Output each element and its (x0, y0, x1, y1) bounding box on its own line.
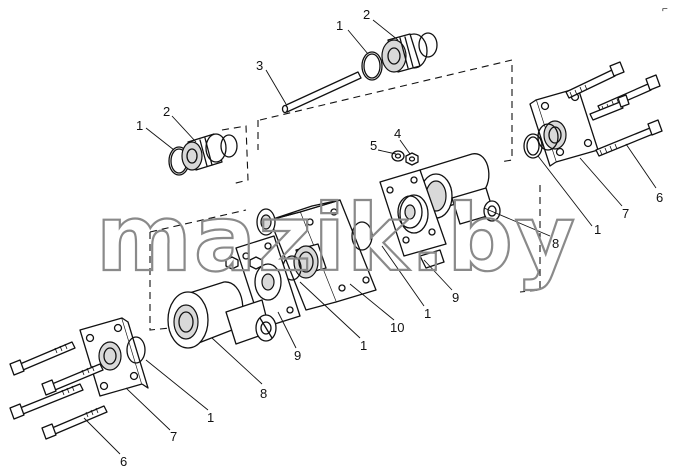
right-flange-plate (379, 169, 447, 269)
gasket-right (399, 194, 429, 234)
nut-washer-small (391, 150, 419, 166)
callout-center-gasket: 1 (424, 306, 431, 321)
bolt-left-2 (41, 363, 104, 396)
callout-center-block: 10 (390, 320, 404, 335)
callout-top-piston: 2 (363, 7, 370, 22)
o-ring-bottom (126, 336, 146, 364)
callout-left-body: 8 (260, 386, 267, 401)
callout-left-flange: 9 (294, 348, 301, 363)
o-ring-top (361, 51, 383, 81)
leader-lines (83, 19, 657, 455)
piston-left (181, 133, 227, 171)
left-bolts (9, 341, 108, 440)
o-ring-left-outer (220, 134, 238, 158)
callout-right-cover: 7 (622, 206, 629, 221)
left-flange-plate (225, 235, 301, 329)
o-ring-top-right (418, 32, 438, 58)
callout-bottom-oring: 1 (207, 410, 214, 425)
right-end-cover (529, 87, 599, 167)
o-ring-right (523, 133, 543, 159)
callout-left-cover: 7 (170, 429, 177, 444)
callout-center-oring: 1 (360, 338, 367, 353)
right-valve-body (419, 153, 501, 225)
assembly-guide-lines (149, 59, 541, 331)
center-valve-block (256, 199, 377, 311)
right-bolts (565, 61, 663, 157)
callout-top-rod: 3 (256, 58, 263, 73)
callout-nut: 4 (394, 126, 401, 141)
rod-top (281, 71, 362, 114)
callout-left-bolt: 6 (120, 454, 127, 469)
bolt-right-1 (565, 61, 625, 99)
bolt-left-3 (9, 383, 84, 420)
watermark-text: mazik.by (96, 185, 577, 292)
gasket-center (351, 221, 373, 251)
callout-right-bolt: 6 (656, 190, 663, 205)
callout-right-oring: 1 (594, 222, 601, 237)
callout-left-piston: 2 (163, 104, 170, 119)
callout-labels: 1 2 3 1 2 5 4 1 7 6 8 9 1 10 1 9 8 1 7 6 (120, 7, 663, 469)
callout-right-flange: 9 (452, 290, 459, 305)
bolt-right-4 (595, 119, 663, 157)
callout-washer: 5 (370, 138, 377, 153)
callout-right-body: 8 (552, 236, 559, 251)
corner-mark: ⌐ (662, 4, 668, 15)
left-seal-assembly (168, 133, 238, 176)
callout-top-oring: 1 (336, 18, 343, 33)
bolt-left-1 (9, 341, 76, 376)
top-seal-assembly (281, 32, 438, 114)
left-valve-body (167, 281, 277, 349)
callout-left-oring: 1 (136, 118, 143, 133)
bolt-left-4 (41, 405, 108, 440)
left-end-cover (79, 317, 149, 397)
piston-top (381, 33, 428, 73)
bolt-right-3 (589, 94, 630, 121)
